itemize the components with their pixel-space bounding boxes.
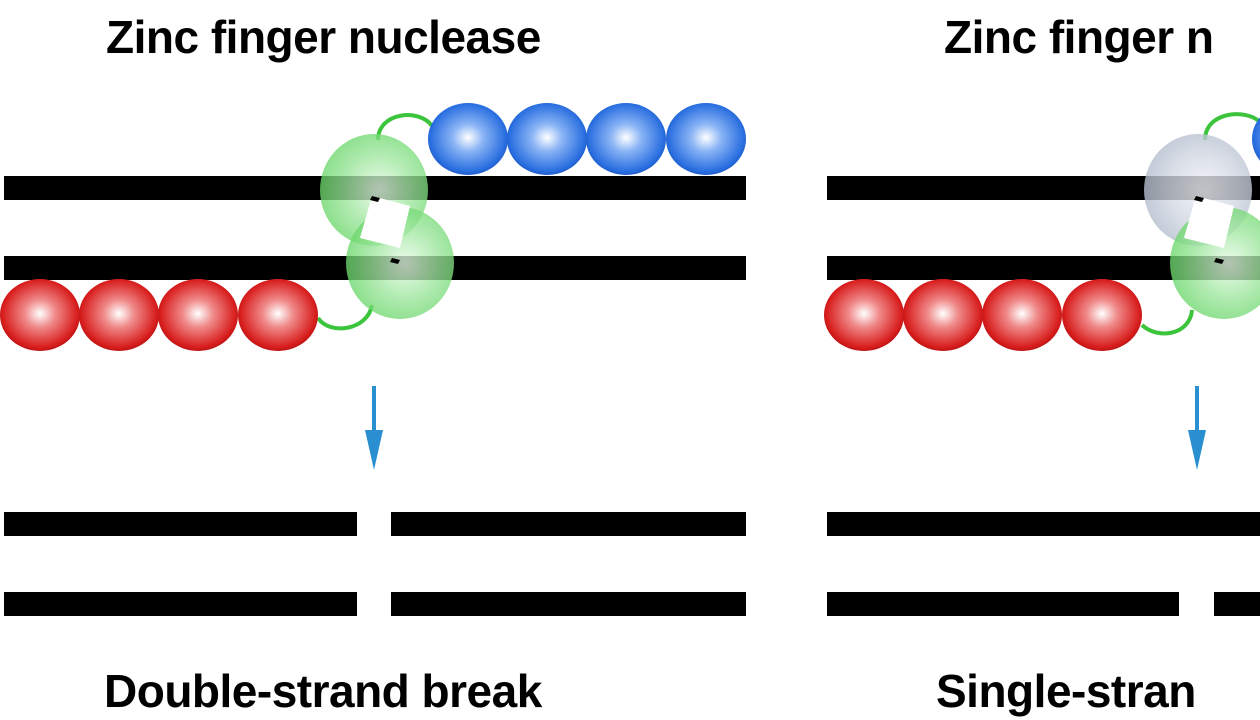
zinc-finger-array-top xyxy=(1252,117,1260,161)
cut-site-marker xyxy=(390,258,400,264)
linker-top xyxy=(1203,112,1260,141)
zinc-finger-domain xyxy=(1252,117,1260,161)
panel-1 xyxy=(0,103,746,616)
dna-fragment xyxy=(827,592,1179,616)
zinc-finger-domain xyxy=(158,279,238,351)
dna-fragment xyxy=(1214,592,1260,616)
result-dna-single-strand-break xyxy=(827,512,1260,616)
zinc-finger-domain xyxy=(428,103,508,175)
dna-fragment xyxy=(4,592,357,616)
zinc-finger-array-bottom xyxy=(0,279,318,351)
zinc-finger-domain xyxy=(79,279,159,351)
cut-site-marker xyxy=(370,196,380,202)
panel-2 xyxy=(824,112,1260,616)
panel-1-title: Zinc finger nuclease xyxy=(106,11,541,63)
cut-site-marker xyxy=(1194,196,1204,202)
linker-bottom xyxy=(316,304,374,331)
dna-fragment xyxy=(391,512,746,536)
zinc-finger-domain xyxy=(507,103,587,175)
panel-1-outcome-label: Double-strand break xyxy=(104,665,542,717)
zinc-finger-domain xyxy=(824,279,904,351)
zinc-finger-domain xyxy=(903,279,983,351)
zinc-finger-array-bottom xyxy=(824,279,1142,351)
linker-top xyxy=(376,113,434,141)
zinc-finger-domain xyxy=(982,279,1062,351)
dimer-interface xyxy=(1184,196,1234,248)
result-dna-double-strand-break xyxy=(4,512,746,616)
zinc-finger-array-top xyxy=(428,103,746,175)
panel-2-title: Zinc finger n xyxy=(944,11,1214,63)
zinc-finger-domain xyxy=(0,279,80,351)
zinc-finger-domain xyxy=(666,103,746,175)
dna-fragment xyxy=(827,512,1260,536)
cut-site-marker xyxy=(1214,258,1224,264)
linker-bottom xyxy=(1140,309,1194,336)
zinc-finger-domain xyxy=(586,103,666,175)
dna-fragment xyxy=(4,512,357,536)
zinc-finger-domain xyxy=(238,279,318,351)
panel-2-outcome-label: Single-stran xyxy=(936,665,1196,717)
dimer-interface xyxy=(360,196,410,248)
dna-fragment xyxy=(391,592,746,616)
down-arrow-icon xyxy=(1188,386,1206,470)
zinc-finger-domain xyxy=(1062,279,1142,351)
down-arrow-icon xyxy=(365,386,383,470)
